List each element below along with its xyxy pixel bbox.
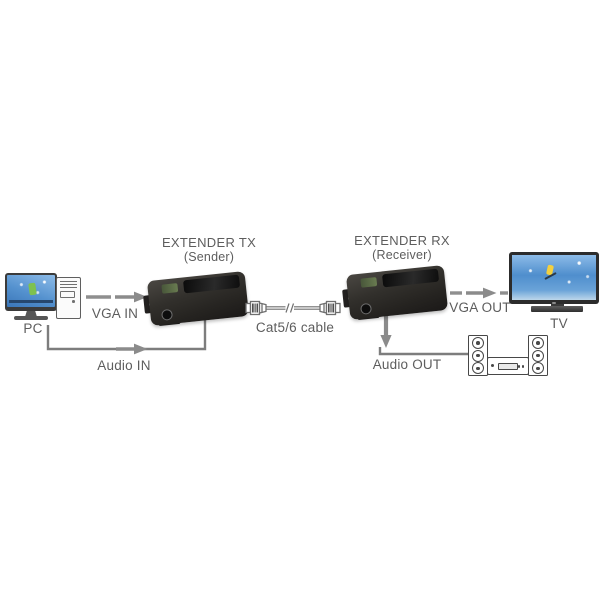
device-body xyxy=(345,265,449,320)
device-body xyxy=(146,271,250,326)
device-green-label xyxy=(360,277,378,288)
speaker-driver xyxy=(532,336,544,349)
driver-dot xyxy=(536,366,540,370)
extender-tx-device-icon xyxy=(142,271,250,328)
driver-dot xyxy=(476,366,480,370)
speaker-driver xyxy=(532,349,544,362)
extender-tx-title: EXTENDER TX xyxy=(161,235,257,250)
driver-dot xyxy=(536,353,540,358)
amp-button xyxy=(517,365,520,368)
tv-logo-dot xyxy=(552,302,556,304)
vga-in-label: VGA IN xyxy=(91,306,139,321)
pc-monitor-screen xyxy=(7,275,55,307)
device-front-port xyxy=(359,302,373,315)
extender-rx-device-icon xyxy=(341,265,449,322)
pc-wallpaper-figure xyxy=(28,282,37,296)
pc-monitor-base xyxy=(14,316,48,320)
tv-stand-base xyxy=(531,306,583,312)
speaker-driver xyxy=(472,362,484,375)
amp-knob xyxy=(491,364,494,367)
speaker-driver xyxy=(472,349,484,362)
tv-stand-neck xyxy=(551,304,564,307)
device-glossy-strip xyxy=(183,274,241,294)
pc-taskbar xyxy=(9,300,53,303)
amplifier-icon xyxy=(487,357,529,375)
extender-rx-title: EXTENDER RX xyxy=(354,233,450,248)
vga-out-arrow xyxy=(450,287,508,299)
audio-in-label: Audio IN xyxy=(97,358,151,373)
tv-label: TV xyxy=(550,316,568,331)
device-glossy-strip xyxy=(382,268,440,288)
amp-button xyxy=(521,365,524,368)
cable-label: Cat5/6 cable xyxy=(255,320,335,335)
cat5-cable-icon xyxy=(245,300,341,316)
pc-monitor-stand xyxy=(25,311,37,317)
audio-in-path xyxy=(46,318,207,355)
pc-label: PC xyxy=(23,321,43,336)
pc-tower-drive-bay xyxy=(60,291,75,298)
pc-tower-vents xyxy=(60,281,77,288)
tv-screen xyxy=(512,255,596,300)
right-speaker-icon xyxy=(528,335,548,376)
extender-tx-subtitle: (Sender) xyxy=(183,250,235,264)
speaker-driver xyxy=(472,336,484,349)
tv-icon xyxy=(509,252,599,304)
amp-display xyxy=(498,363,518,370)
vga-out-label: VGA OUT xyxy=(449,300,511,315)
pc-monitor-icon xyxy=(5,273,57,311)
pc-tower-icon xyxy=(56,277,81,319)
driver-dot xyxy=(476,341,480,345)
speaker-driver xyxy=(532,362,544,375)
extender-rx-subtitle: (Receiver) xyxy=(372,248,432,262)
left-speaker-icon xyxy=(468,335,488,376)
device-green-label xyxy=(161,283,179,294)
audio-out-path xyxy=(378,316,468,356)
driver-dot xyxy=(536,341,540,345)
device-front-port xyxy=(160,308,174,321)
driver-dot xyxy=(476,353,480,358)
pc-tower-power-button xyxy=(72,300,75,303)
audio-out-label: Audio OUT xyxy=(372,357,442,372)
